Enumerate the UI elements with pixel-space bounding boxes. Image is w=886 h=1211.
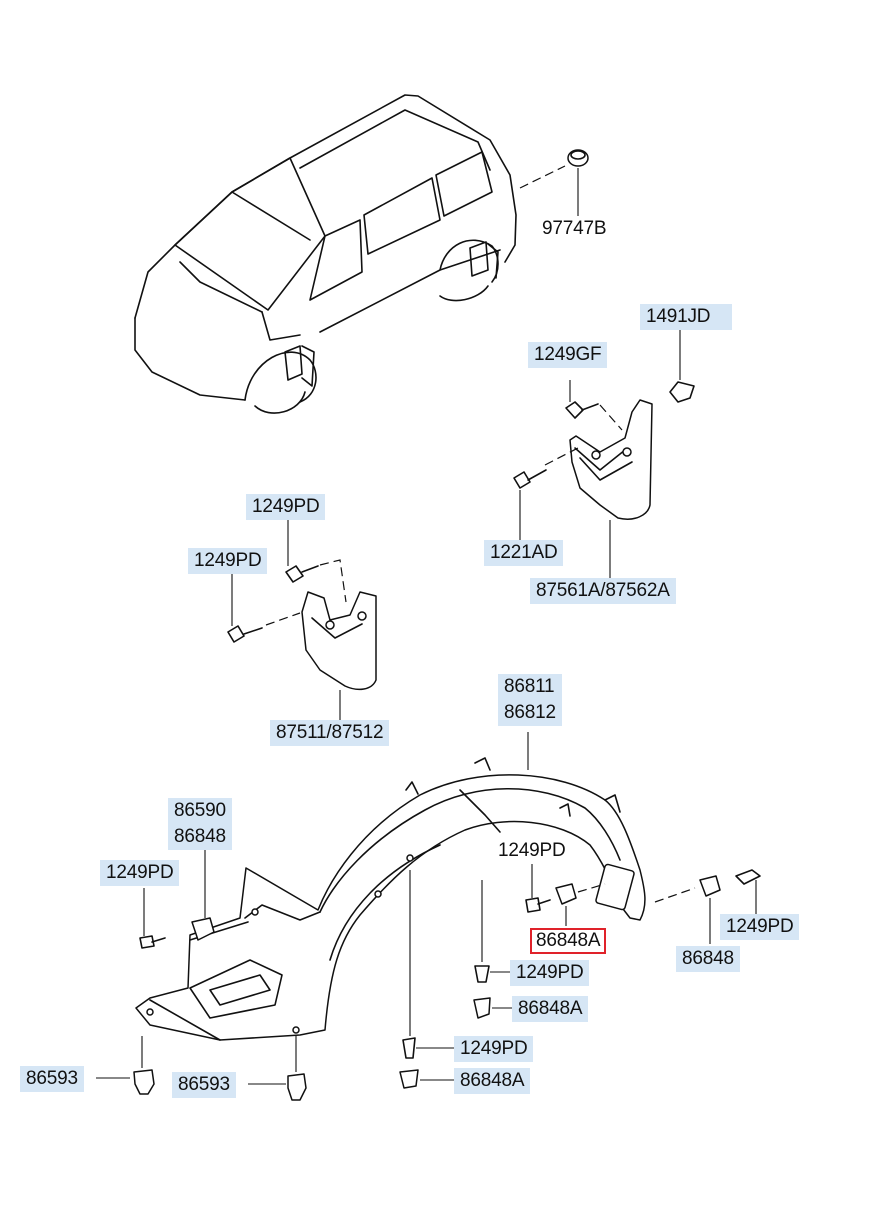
label-86811: 86811 (504, 676, 555, 697)
label-1491jd[interactable]: 1491JD (640, 304, 732, 330)
rear-mudguard-drawing (513, 330, 695, 578)
label-1249pd-center[interactable]: 1249PD (454, 1036, 534, 1062)
label-86848-right[interactable]: 86848 (676, 946, 740, 972)
label-87511-87512[interactable]: 87511/87512 (270, 720, 390, 746)
label-86593-middle[interactable]: 86593 (172, 1072, 236, 1098)
label-86848a-center[interactable]: 86848A (454, 1068, 531, 1094)
label-86590-86848[interactable]: 86590 86848 (168, 798, 232, 850)
front-mudguard-drawing (227, 520, 377, 720)
label-86848-left: 86848 (174, 826, 226, 847)
fender-liner-drawing (135, 732, 646, 1041)
label-1249pd-front-lower[interactable]: 1249PD (188, 548, 268, 574)
van-illustration (134, 94, 589, 414)
label-97747b[interactable]: 97747B (542, 218, 607, 239)
label-86848a-mid-right[interactable]: 86848A (512, 996, 589, 1022)
fasteners-drawing (96, 840, 761, 1101)
label-86593-left[interactable]: 86593 (20, 1066, 84, 1092)
label-86848a-highlighted[interactable]: 86848A (530, 928, 607, 954)
label-1221ad[interactable]: 1221AD (484, 540, 564, 566)
label-1249pd-left[interactable]: 1249PD (100, 860, 180, 886)
label-86590: 86590 (174, 800, 226, 821)
label-86811-86812[interactable]: 86811 86812 (498, 674, 562, 726)
label-1249pd-front-upper[interactable]: 1249PD (246, 494, 326, 520)
label-1249pd-right[interactable]: 1249PD (720, 914, 800, 940)
label-1249gf[interactable]: 1249GF (528, 342, 608, 368)
label-87561a-87562a[interactable]: 87561A/87562A (530, 578, 676, 604)
label-1249pd-mid-right[interactable]: 1249PD (510, 960, 590, 986)
label-1249pd-center-right[interactable]: 1249PD (498, 840, 566, 861)
label-86812: 86812 (504, 702, 556, 723)
